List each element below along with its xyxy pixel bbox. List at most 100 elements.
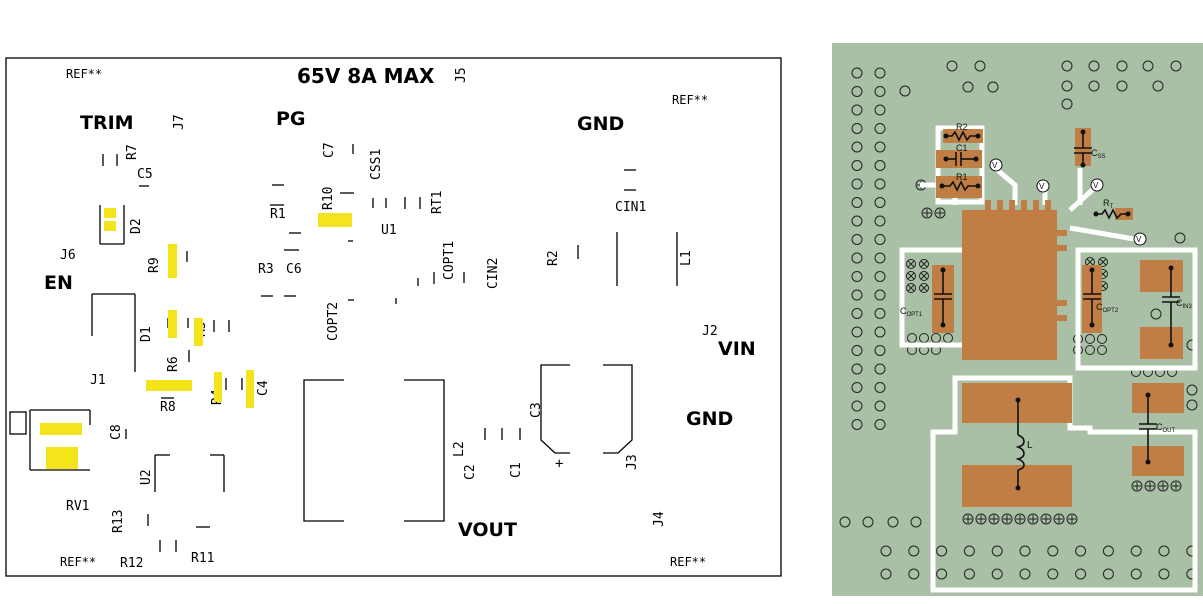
via-hole <box>851 419 863 430</box>
via-hole <box>874 252 886 264</box>
label-gnd-right: GND <box>686 408 733 430</box>
ref-marker-bl: REF** <box>60 555 96 569</box>
via-hole <box>1014 513 1026 525</box>
via-hole <box>874 363 886 375</box>
via-hole <box>851 141 863 153</box>
via-hole <box>1158 568 1170 580</box>
via-hole <box>1040 513 1052 525</box>
via-hole <box>874 104 886 116</box>
via-plus <box>990 515 998 523</box>
via-plus <box>923 209 931 217</box>
via-hole <box>1131 480 1143 492</box>
via-plus <box>1146 482 1154 490</box>
via-plus <box>1159 482 1167 490</box>
via-plus <box>936 209 944 217</box>
via-cross <box>1086 258 1094 266</box>
via-hole <box>839 516 851 528</box>
board-title: 65V 8A MAX <box>297 64 435 88</box>
via-hole <box>908 545 920 557</box>
via-hole <box>1157 480 1169 492</box>
ref-d1: D1 <box>139 326 154 342</box>
ref-r9: R9 <box>147 257 162 273</box>
via-hole <box>1170 480 1182 492</box>
via-hole <box>1186 399 1198 411</box>
via-hole <box>1001 513 1013 525</box>
via-hole <box>1075 545 1087 557</box>
via-hole <box>962 513 974 525</box>
via-hole <box>874 308 886 319</box>
via-cross <box>920 260 928 268</box>
via-hole <box>899 85 911 97</box>
label-en: EN <box>44 272 73 294</box>
label-c1: C1 <box>956 143 968 153</box>
via-cross <box>907 272 915 280</box>
via-plus <box>1016 515 1024 523</box>
ref-r12: R12 <box>120 556 143 571</box>
ref-j1: J1 <box>90 373 106 388</box>
via-cross <box>920 284 928 292</box>
via-hole <box>987 81 999 93</box>
via-hole <box>1130 545 1142 557</box>
via-plus <box>1068 515 1076 523</box>
via-hole <box>851 308 863 319</box>
label-copt1: COPT1 <box>900 306 923 318</box>
via-hole <box>1047 545 1059 557</box>
via-hole <box>1144 480 1156 492</box>
via-hole <box>906 271 916 281</box>
via-hole <box>963 568 975 580</box>
ref-j3: J3 <box>625 454 640 470</box>
via-plus <box>1042 515 1050 523</box>
ref-cin1: CIN1 <box>615 200 646 215</box>
label-pg: PG <box>276 108 306 130</box>
label-trim: TRIM <box>80 112 134 134</box>
via-hole <box>851 67 863 79</box>
copper-board: R2 C1 R1 CSS RT COPT1 COPT2 CIN3 COUT L … <box>832 43 1203 596</box>
label-cout: COUT <box>1156 422 1176 434</box>
via-hole <box>851 197 863 208</box>
ref-marker-tr: REF** <box>672 93 708 107</box>
ref-rv1: RV1 <box>66 499 89 514</box>
ref-c6: C6 <box>286 262 302 277</box>
via-hole <box>874 326 886 338</box>
via-hole <box>874 86 886 97</box>
ref-r2: R2 <box>546 250 561 266</box>
via-cross <box>907 284 915 292</box>
via-hole <box>874 345 886 356</box>
via-hole <box>919 271 929 281</box>
via-hole <box>880 545 892 557</box>
ref-c5: C5 <box>137 167 153 182</box>
via-hole <box>874 215 886 227</box>
via-hole <box>1053 513 1065 525</box>
via-hole <box>1142 60 1154 72</box>
ref-c3: C3 <box>529 402 544 418</box>
via-hole <box>975 513 987 525</box>
via-hole <box>991 568 1003 580</box>
via-hole <box>1097 334 1107 344</box>
via-hole <box>851 382 863 393</box>
via-hole <box>851 252 863 264</box>
label-cin3: CIN3 <box>1176 298 1193 310</box>
ref-r3: R3 <box>258 262 274 277</box>
label-vin: VIN <box>718 338 756 360</box>
via-hole <box>851 215 863 227</box>
svg-text:V: V <box>992 161 998 170</box>
via-hole <box>1130 568 1142 580</box>
via-hole <box>906 259 916 269</box>
via-hole <box>851 123 863 134</box>
copper-labels: R2 C1 R1 CSS RT COPT1 COPT2 CIN3 COUT L <box>900 122 1193 451</box>
via-hole <box>1170 60 1182 72</box>
via-hole <box>1116 80 1128 92</box>
via-hole <box>851 326 863 338</box>
ref-u1: U1 <box>381 223 397 238</box>
ref-c1: C1 <box>509 462 524 478</box>
via-plus <box>1003 515 1011 523</box>
via-hole <box>936 568 948 580</box>
label-r2: R2 <box>956 122 968 132</box>
via-hole <box>1066 513 1078 525</box>
via-hole <box>874 400 886 412</box>
via-hole <box>851 178 863 190</box>
via-hole <box>874 419 886 430</box>
board-outline <box>5 57 782 577</box>
via-hole <box>1152 80 1164 92</box>
via-plus <box>1029 515 1037 523</box>
